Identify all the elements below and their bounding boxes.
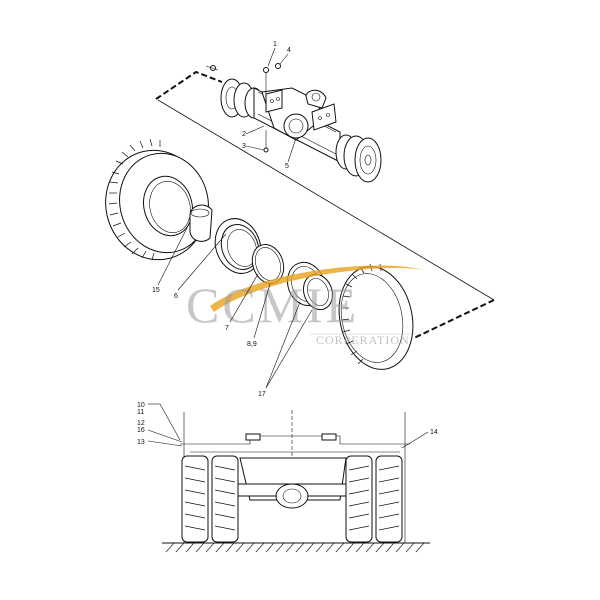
front-view-right-tires: [345, 455, 403, 543]
callout-2: 2: [242, 131, 246, 138]
callout-12: 12: [137, 420, 145, 427]
callout-14: 14: [430, 429, 438, 436]
callout-3: 3: [242, 143, 246, 150]
front-view-diagram: 10 11 12 16 13 14: [137, 402, 438, 553]
watermark: CCMIE CORPERATION: [186, 265, 430, 347]
watermark-main: CCMIE: [186, 277, 359, 333]
callout-15: 15: [152, 287, 160, 294]
callout-5: 5: [285, 163, 289, 170]
callout-1: 1: [273, 41, 277, 48]
dashed-axis-lines: [155, 70, 495, 339]
callouts-top: 1 4 2 3 5 15 6 7 8,9 17: [152, 41, 313, 398]
callout-10: 10: [137, 402, 145, 409]
watermark-sub: CORPERATION: [316, 333, 410, 347]
ground-hatch: [165, 542, 425, 553]
right-tire: [338, 263, 414, 370]
callout-4: 4: [287, 47, 291, 54]
callout-6: 6: [174, 293, 178, 300]
callout-13: 13: [137, 439, 145, 446]
callout-17: 17: [258, 391, 266, 398]
callout-7: 7: [225, 325, 229, 332]
axle-assembly: [205, 63, 382, 183]
callout-8-9: 8,9: [247, 341, 257, 348]
callout-11: 11: [137, 409, 144, 416]
callout-16: 16: [137, 427, 145, 434]
front-view-left-tires: [181, 455, 239, 543]
left-tire: [105, 138, 209, 261]
